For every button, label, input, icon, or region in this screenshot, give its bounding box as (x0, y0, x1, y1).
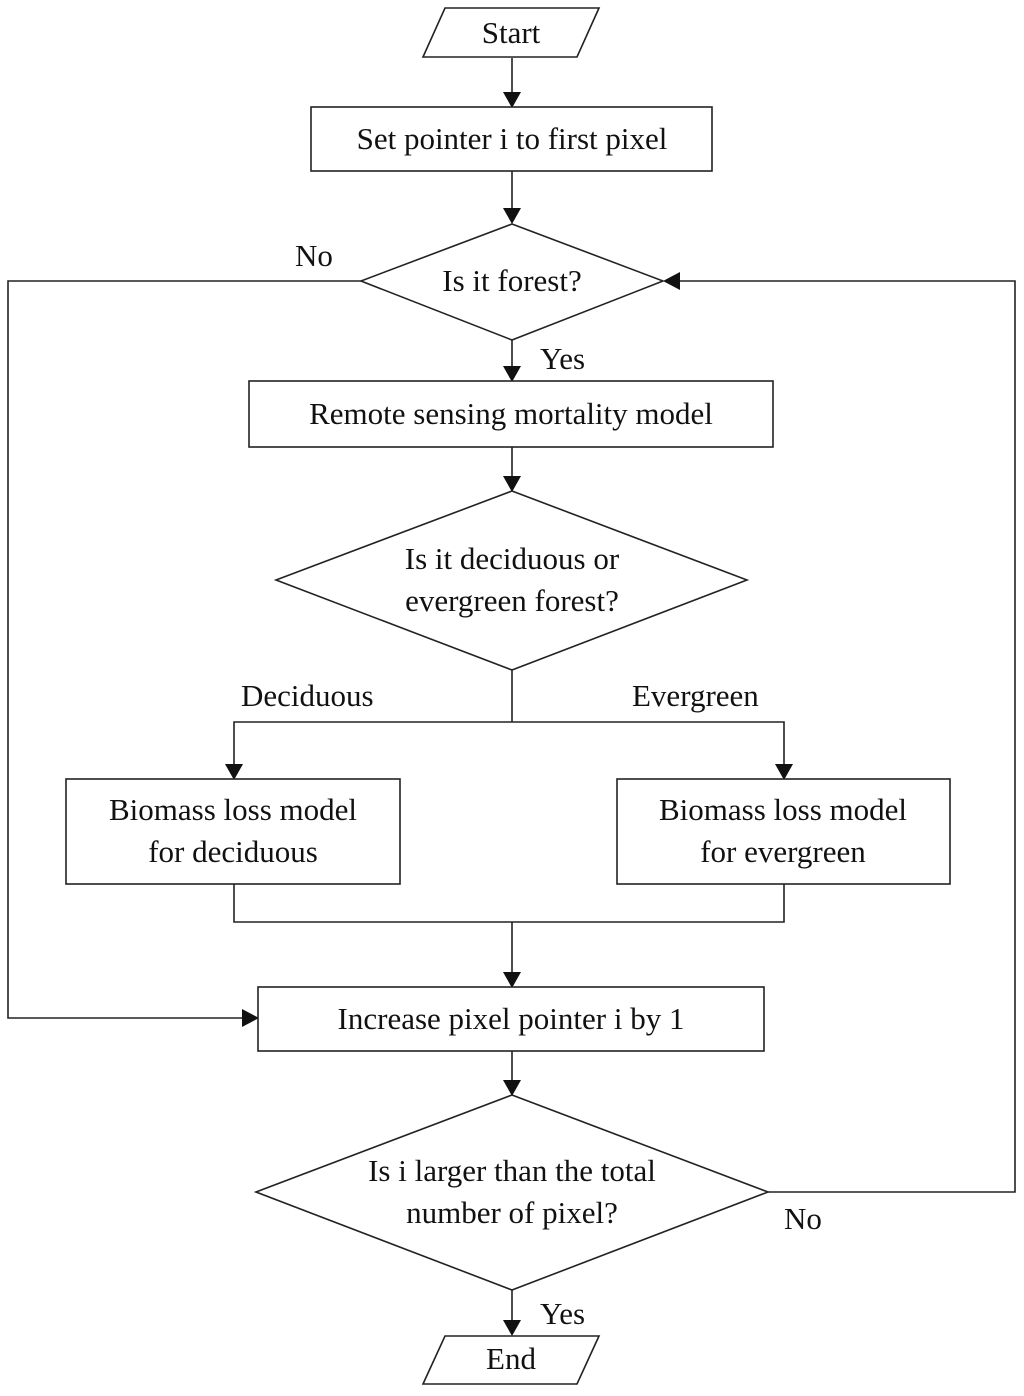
edge-split-evergreen (512, 721, 785, 768)
is-forest-label: Is it forest? (442, 263, 581, 298)
increase-pointer-box (257, 986, 765, 1052)
is-forest-diamond (358, 223, 666, 341)
biomass-evergreen-label-line1: Biomass loss model (659, 792, 907, 827)
larger-no-label: No (784, 1201, 822, 1236)
edge-merge (233, 884, 785, 923)
forest-no-label: No (295, 238, 333, 273)
arrowhead (503, 208, 521, 224)
is-larger-diamond (253, 1094, 771, 1291)
set-pointer-label: Set pointer i to first pixel (357, 121, 668, 156)
set-pointer-node: Set pointer i to first pixel (310, 106, 713, 172)
biomass-deciduous-node: Biomass loss model for deciduous (65, 778, 401, 885)
arrowhead (503, 1080, 521, 1096)
is-larger-label-line2: number of pixel? (406, 1195, 618, 1230)
biomass-deciduous-box (65, 778, 401, 885)
forest-type-label-line2: evergreen forest? (405, 583, 619, 618)
arrowhead (503, 476, 521, 492)
biomass-evergreen-box (616, 778, 951, 885)
arrowhead (663, 272, 680, 290)
biomass-evergreen-label-line2: for evergreen (700, 834, 866, 869)
start-parallelogram (421, 7, 601, 58)
start-label: Start (482, 15, 541, 50)
biomass-evergreen-node: Biomass loss model for evergreen (616, 778, 951, 885)
set-pointer-box (310, 106, 713, 172)
mortality-model-label: Remote sensing mortality model (309, 396, 713, 431)
forest-type-diamond (273, 490, 750, 671)
arrowhead (503, 1320, 521, 1336)
arrowhead (775, 764, 793, 780)
forest-yes-label: Yes (540, 341, 585, 376)
biomass-deciduous-label-line2: for deciduous (148, 834, 318, 869)
end-node: End (421, 1335, 601, 1385)
connectors (7, 58, 1016, 1324)
larger-yes-label: Yes (540, 1296, 585, 1331)
arrowheads (225, 92, 793, 1336)
is-larger-node: Is i larger than the total number of pix… (253, 1094, 771, 1291)
increase-pointer-label: Increase pixel pointer i by 1 (338, 1001, 685, 1036)
edge-larger-no (676, 280, 1016, 1193)
arrowhead (503, 366, 521, 382)
is-larger-label-line1: Is i larger than the total (368, 1153, 656, 1188)
deciduous-branch-label: Deciduous (241, 678, 374, 713)
arrowhead (503, 92, 521, 108)
is-forest-node: Is it forest? (358, 223, 666, 341)
end-label: End (486, 1341, 536, 1376)
forest-type-label-line1: Is it deciduous or (405, 541, 620, 576)
mortality-model-node: Remote sensing mortality model (248, 380, 774, 448)
biomass-deciduous-label-line1: Biomass loss model (109, 792, 357, 827)
arrowhead (503, 972, 521, 988)
arrowhead (225, 764, 243, 780)
edge-split-deciduous (233, 721, 512, 768)
edge-forest-no (7, 280, 361, 1019)
arrowhead (242, 1009, 259, 1027)
start-node: Start (421, 7, 601, 58)
forest-type-node: Is it deciduous or evergreen forest? (273, 490, 750, 671)
evergreen-branch-label: Evergreen (632, 678, 759, 713)
increase-pointer-node: Increase pixel pointer i by 1 (257, 986, 765, 1052)
end-parallelogram (421, 1335, 601, 1385)
mortality-model-box (248, 380, 774, 448)
